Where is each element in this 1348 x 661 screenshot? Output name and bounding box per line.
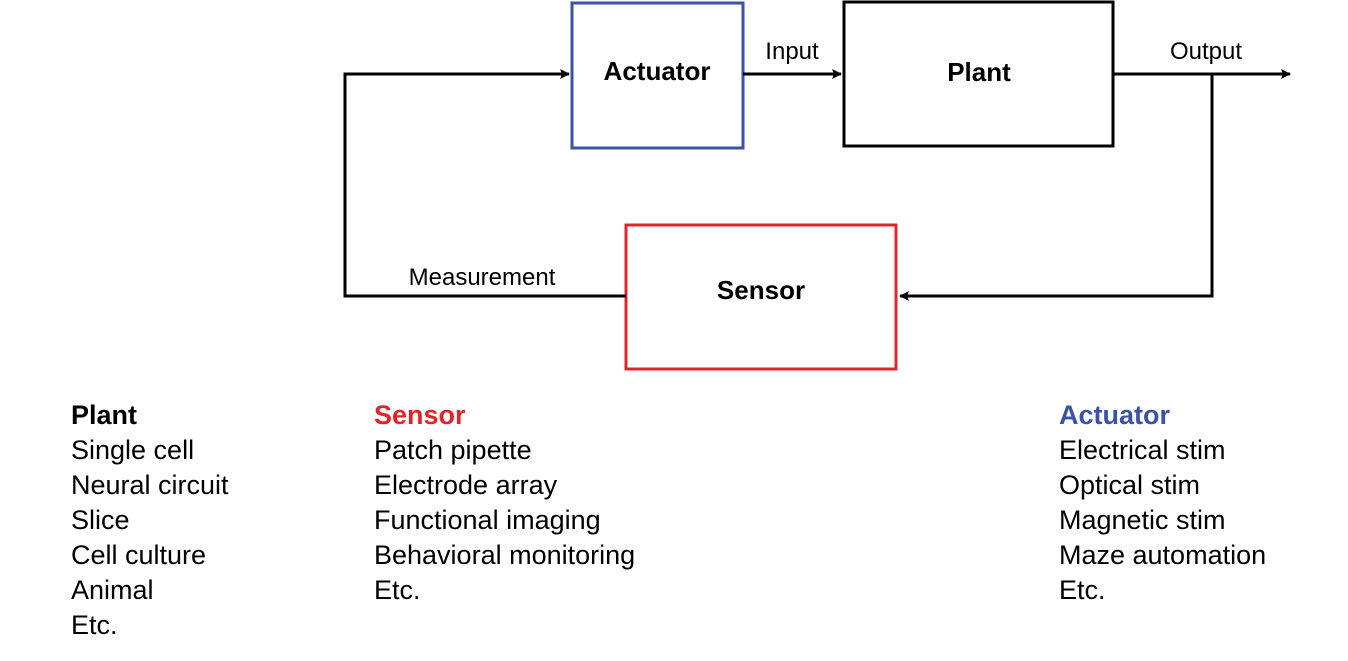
sensor-list-title: Sensor [374,400,466,430]
measurement-label: Measurement [409,264,556,291]
list-item: Etc. [71,610,118,640]
list-item: Functional imaging [374,505,601,535]
input-label: Input [765,38,819,65]
actuator-examples-list: Actuator Electrical stim Optical stim Ma… [1059,398,1266,608]
list-item: Etc. [1059,575,1106,605]
list-item: Neural circuit [71,470,229,500]
actuator-label: Actuator [604,56,711,86]
list-item: Electrical stim [1059,435,1226,465]
plant-list-title: Plant [71,400,138,430]
measurement-arrow [343,69,626,298]
list-item: Etc. [374,575,421,605]
list-item: Animal [71,575,154,605]
plant-label: Plant [947,57,1011,87]
list-item: Magnetic stim [1059,505,1226,535]
actuator-list-title: Actuator [1059,400,1171,430]
output-label: Output [1170,38,1242,65]
feedback-to-sensor-arrow [899,74,1214,301]
list-item: Slice [71,505,130,535]
list-item: Behavioral monitoring [374,540,636,570]
plant-examples-list: Plant Single cell Neural circuit Slice C… [71,398,229,643]
list-item: Maze automation [1059,540,1267,570]
list-item: Electrode array [374,470,558,500]
list-item: Optical stim [1059,470,1201,500]
sensor-label: Sensor [717,275,805,305]
list-item: Cell culture [71,540,207,570]
sensor-examples-list: Sensor Patch pipette Electrode array Fun… [374,398,635,608]
list-item: Patch pipette [374,435,532,465]
list-item: Single cell [71,435,195,465]
